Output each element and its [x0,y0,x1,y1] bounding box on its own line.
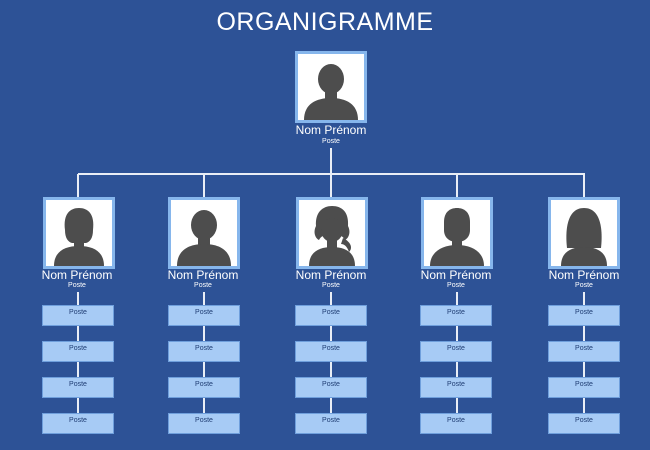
post-box: Poste [42,305,114,326]
column-connector [330,174,332,198]
column-connector [77,174,79,198]
column-1-name: Nom Prénom [41,268,113,282]
root-photo [295,51,367,123]
column-1-photo [43,197,115,269]
post-box: Poste [168,341,240,362]
post-box: Poste [168,305,240,326]
person-female-long-hair-icon [551,200,617,266]
person-female-short-hair-icon [46,200,112,266]
post-box: Poste [168,377,240,398]
person-female-curly-hair-icon [299,200,365,266]
person-male-short-hair-icon [424,200,490,266]
column-2-name: Nom Prénom [167,268,239,282]
column-1-role: Poste [68,282,86,289]
column-5-role: Poste [575,282,593,289]
post-box: Poste [295,341,367,362]
post-box: Poste [168,413,240,434]
post-box: Poste [42,341,114,362]
post-box: Poste [548,305,620,326]
post-box: Poste [420,305,492,326]
post-box: Poste [420,413,492,434]
post-box: Poste [420,341,492,362]
column-3-photo [296,197,368,269]
column-4-photo [421,197,493,269]
root-connector [330,148,332,174]
column-5-photo [548,197,620,269]
column-3-role: Poste [322,282,340,289]
column-2-photo [168,197,240,269]
post-box: Poste [42,413,114,434]
column-2-role: Poste [194,282,212,289]
column-connector [583,174,585,198]
column-4-role: Poste [447,282,465,289]
post-box: Poste [295,305,367,326]
person-male-icon [298,54,364,120]
post-box: Poste [295,377,367,398]
person-male-icon [171,200,237,266]
column-connector [203,174,205,198]
post-box: Poste [42,377,114,398]
post-box: Poste [420,377,492,398]
column-connector [456,174,458,198]
root-name: Nom Prénom [295,123,367,137]
chart-title: ORGANIGRAMME [216,8,434,36]
root-role: Poste [322,138,340,145]
post-box: Poste [295,413,367,434]
column-4-name: Nom Prénom [420,268,492,282]
post-box: Poste [548,341,620,362]
column-5-name: Nom Prénom [548,268,620,282]
post-box: Poste [548,377,620,398]
post-box: Poste [548,413,620,434]
column-3-name: Nom Prénom [295,268,367,282]
